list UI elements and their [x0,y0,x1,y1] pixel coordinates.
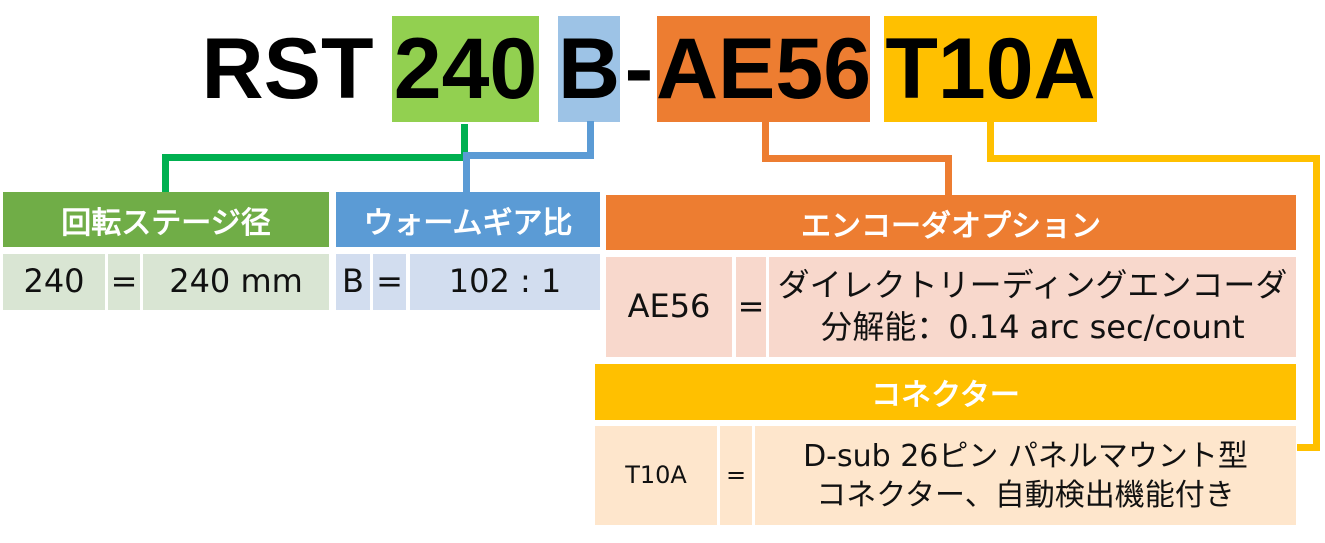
orange-connector-line [762,155,952,162]
encoder-header: エンコーダオプション [606,195,1296,250]
stage-diameter-value: 240 mm [143,254,329,310]
yellow-connector-line [987,155,1320,162]
green-connector-line [162,154,169,192]
model-gear-code: B [558,16,620,122]
model-connector-code: T10A [884,16,1097,122]
worm-gear-code: B [336,254,370,310]
encoder-code: AE56 [606,257,732,357]
model-size-code: 240 [392,16,539,122]
model-prefix: RST [201,20,374,117]
yellow-connector-line [987,122,994,162]
orange-connector-line [762,122,769,162]
stage-diameter-code: 240 [3,254,105,310]
connector-eq: = [720,426,752,525]
connector-code: T10A [595,426,717,525]
green-connector-line [461,124,468,161]
model-encoder-code: AE56 [656,16,871,122]
connector-value: D-sub 26ピン パネルマウント型 コネクター、自動検出機能付き [755,426,1296,525]
connector-header: コネクター [595,364,1296,420]
stage-diameter-eq: = [108,254,140,310]
worm-gear-header: ウォームギア比 [336,192,600,247]
yellow-connector-line [1297,444,1320,451]
encoder-eq: = [736,257,766,357]
green-connector-line [162,154,468,161]
connector-description: D-sub 26ピン パネルマウント型 [803,438,1248,474]
blue-connector-line [463,152,470,192]
encoder-description: ダイレクトリーディングエンコーダ [777,266,1288,305]
stage-diameter-header: 回転ステージ径 [3,192,329,247]
orange-connector-line [945,155,952,195]
connector-feature: コネクター、自動検出機能付き [816,477,1235,513]
yellow-connector-line [1313,155,1320,451]
blue-connector-line [587,121,594,159]
worm-gear-value: 102 : 1 [410,254,600,310]
blue-connector-line [463,152,594,159]
encoder-value: ダイレクトリーディングエンコーダ 分解能：0.14 arc sec/count [769,257,1296,357]
model-dash: - [624,20,654,117]
encoder-resolution: 分解能：0.14 arc sec/count [820,308,1245,346]
worm-gear-eq: = [373,254,406,310]
